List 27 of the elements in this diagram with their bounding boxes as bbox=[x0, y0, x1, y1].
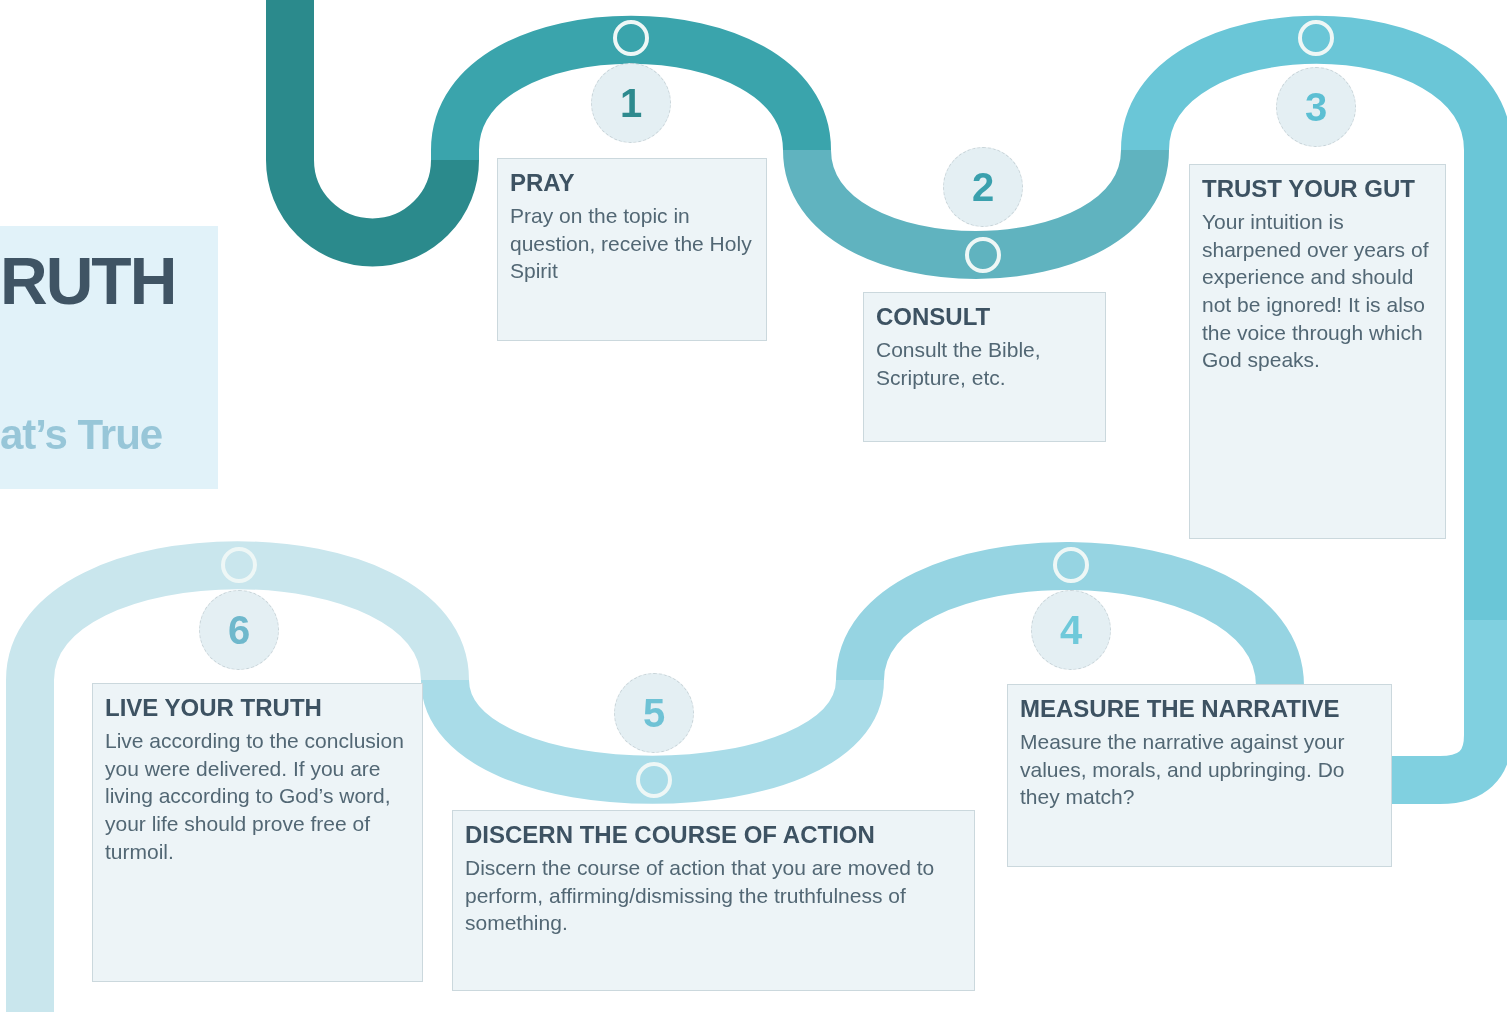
step-number: 6 bbox=[227, 610, 251, 650]
title-text: RUTH bbox=[0, 248, 176, 314]
title-panel bbox=[0, 226, 218, 489]
step-description: Pray on the topic in question, receive the Holy Spirit bbox=[510, 202, 753, 285]
step-card bbox=[1189, 164, 1446, 539]
step-heading: TRUST YOUR GUT bbox=[1202, 175, 1416, 204]
step-heading: DISCERN THE COURSE OF ACTION bbox=[465, 821, 876, 850]
step-number: 5 bbox=[642, 693, 666, 733]
step-card bbox=[92, 683, 423, 982]
step-description: Measure the narrative against your values, morals, and upbringing. Do they match? bbox=[1020, 728, 1346, 811]
step-heading: CONSULT bbox=[876, 303, 992, 332]
step-number: 2 bbox=[971, 167, 995, 207]
subtitle-text: at’s True bbox=[0, 414, 163, 456]
step-description: Discern the course of action that you are moved to perform, affirming/dismissing the truthfulness of something. bbox=[465, 854, 936, 937]
step-number: 3 bbox=[1304, 87, 1328, 127]
step-card bbox=[1007, 684, 1392, 867]
step-number: 4 bbox=[1059, 610, 1083, 650]
step-heading: LIVE YOUR TRUTH bbox=[105, 694, 323, 723]
step-description: Live according to the conclusion you were delivered. If you are living according to God’s word, your life should prove free of turmoil. bbox=[105, 727, 405, 865]
step-card bbox=[452, 810, 975, 991]
step-description: Consult the Bible, Scripture, etc. bbox=[876, 336, 1042, 391]
step-description: Your intuition is sharpened over years of experience and should not be ignored! It is also the voice through which God speaks. bbox=[1202, 208, 1430, 374]
step-heading: MEASURE THE NARRATIVE bbox=[1020, 695, 1341, 724]
step-card bbox=[863, 292, 1106, 442]
step-heading: PRAY bbox=[510, 169, 576, 198]
step-number: 1 bbox=[619, 83, 643, 123]
step-card bbox=[497, 158, 767, 341]
